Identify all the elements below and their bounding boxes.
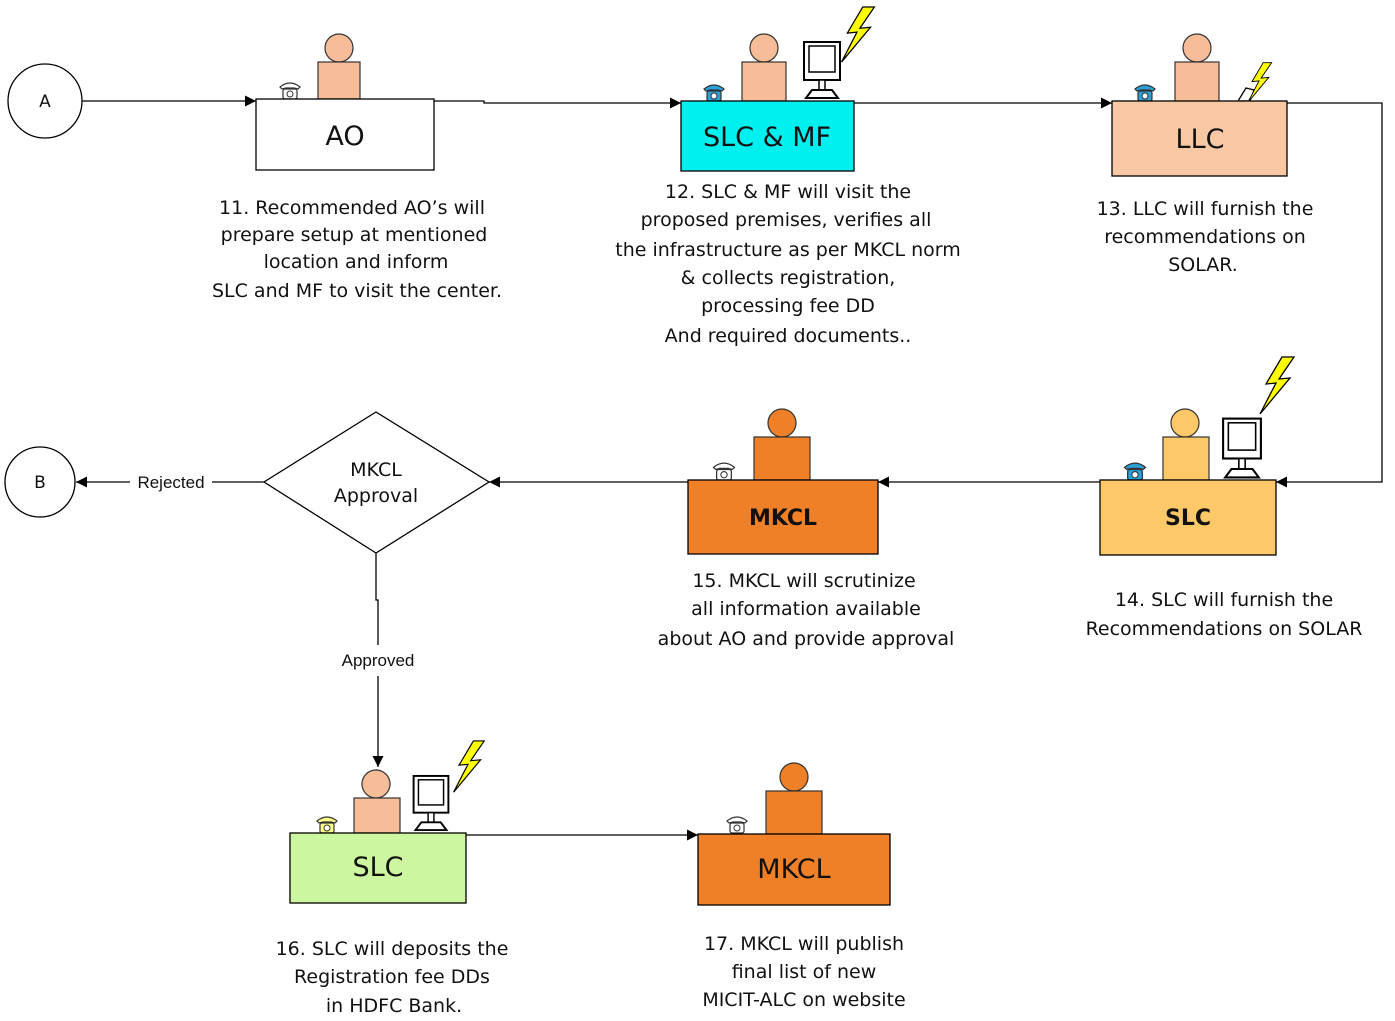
telephone-icon [712,462,736,481]
node-slc-mf: SLC & MF [680,6,876,172]
caption-line: & collects registration, [681,267,896,289]
node-slc-deposit: SLC [289,740,485,904]
computer-monitor-icon [1222,417,1262,479]
caption-line: 11. Recommended AO’s will [219,197,485,219]
edge-ao-to-slc-mf [434,97,681,109]
caption-line: 13. LLC will furnish the [1097,198,1314,220]
node-slc-deposit-label: SLC [352,852,403,883]
caption-step-13: 13. LLC will furnish the recommendations… [1097,198,1314,276]
decision-line-1: MKCL [350,459,402,481]
caption-step-11: 11. Recommended AO’s will prepare setup … [212,197,502,302]
node-ao-label: AO [325,121,364,152]
desk-slc-mf [680,100,855,172]
edges [76,95,1383,841]
caption-line: proposed premises, verifies all [641,209,932,231]
caption-line: location and inform [264,251,449,273]
connector-b: B [4,446,76,518]
caption-line: 14. SLC will furnish the [1115,589,1333,611]
node-mkcl-publish-label: MKCL [757,854,830,885]
caption-step-12: 12. SLC & MF will visit the proposed pre… [615,181,961,347]
edge-approved-upper [375,553,379,645]
caption-line: final list of new [732,961,877,983]
node-mkcl-scrutinize-label: MKCL [749,506,817,531]
caption-line: recommendations on [1104,226,1306,248]
decision-line-2: Approval [334,485,418,507]
lightning-bolt-icon [1247,62,1273,104]
connector-a: A [7,63,83,139]
person-icon [765,762,823,835]
node-slc-recommend-label: SLC [1165,506,1211,531]
person-icon [753,408,811,481]
person-icon [317,33,361,100]
caption-line: about AO and provide approval [658,628,955,650]
connector-a-label: A [39,92,51,112]
caption-line: SOLAR. [1168,254,1238,276]
edge-label-approved: Approved [342,651,415,670]
node-mkcl-scrutinize: MKCL [687,408,879,555]
caption-line: all information available [691,598,921,620]
caption-line: MICIT-ALC on website [702,989,905,1011]
person-icon [1162,408,1210,481]
caption-step-17: 17. MKCL will publish final list of new … [702,933,905,1011]
telephone-icon [279,82,301,100]
node-llc-label: LLC [1176,124,1225,155]
desk-llc [1111,100,1288,177]
computer-monitor-icon [412,774,450,832]
node-ao: AO [255,33,435,171]
desk-slc-deposit [289,832,467,904]
caption-line: Registration fee DDs [294,966,490,988]
caption-line: Recommendations on SOLAR [1086,618,1363,640]
edge-llc-to-slc [1276,102,1383,488]
node-mkcl-publish: MKCL [697,762,891,906]
caption-line: SLC and MF to visit the center. [212,280,502,302]
desk-mkcl-scrutinize [687,479,879,555]
lightning-bolt-icon [1259,356,1295,415]
caption-line: And required documents.. [665,325,912,347]
person-icon [353,769,401,834]
caption-line: 15. MKCL will scrutinize [692,570,915,592]
caption-line: 17. MKCL will publish [704,933,904,955]
lightning-bolt-icon [452,740,485,793]
caption-step-15: 15. MKCL will scrutinize all information… [658,570,955,650]
caption-line: in HDFC Bank. [326,995,462,1017]
desk-mkcl-publish [697,833,891,906]
person-icon [1174,33,1220,103]
node-slc-recommend: SLC [1099,356,1295,556]
computer-monitor-icon [803,41,841,99]
caption-line: 16. SLC will deposits the [276,938,509,960]
decision-mkcl-approval: MKCL Approval [262,411,491,554]
telephone-icon [1123,462,1147,481]
caption-step-16: 16. SLC will deposits the Registration f… [276,938,509,1017]
telephone-icon [1134,84,1156,102]
caption-step-14: 14. SLC will furnish the Recommendations… [1086,589,1363,640]
lightning-bolt-icon [840,6,876,63]
edge-label-rejected: Rejected [137,473,204,492]
node-slc-mf-label: SLC & MF [703,122,831,153]
telephone-icon [703,84,725,102]
desk-slc-recommend [1099,479,1277,556]
telephone-icon [316,816,338,834]
person-icon [741,33,787,102]
connector-b-label: B [34,473,46,493]
caption-line: the infrastructure as per MKCL norm [615,239,961,261]
caption-line: prepare setup at mentioned [221,224,488,246]
desk-ao [255,98,435,171]
caption-line: processing fee DD [701,295,875,317]
telephone-icon [726,816,748,834]
node-llc: LLC [1111,33,1288,177]
caption-line: 12. SLC & MF will visit the [665,181,911,203]
